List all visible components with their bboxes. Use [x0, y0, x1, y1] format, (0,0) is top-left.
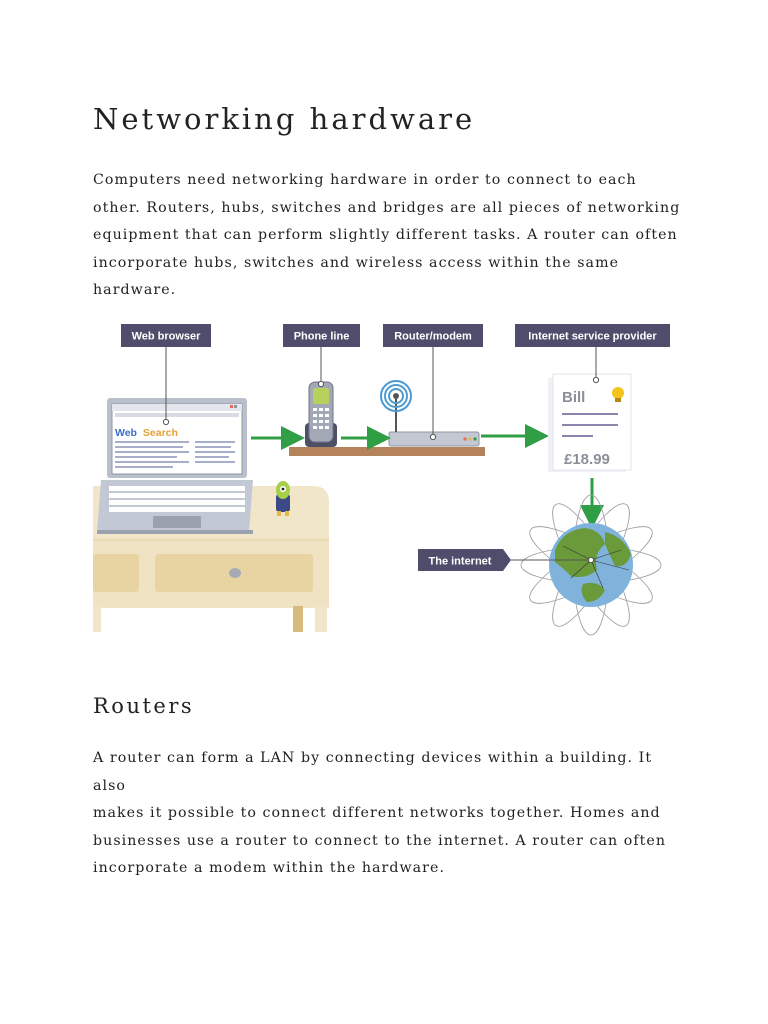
section-heading-routers: Routers	[93, 694, 195, 718]
svg-text:Router/modem: Router/modem	[394, 331, 472, 343]
label-phone-line: Phone line	[283, 324, 360, 347]
laptop: Web Search	[97, 398, 253, 534]
bill-document: Bill £18.99	[548, 373, 632, 472]
intro-line: hardware.	[93, 282, 177, 298]
svg-text:The internet: The internet	[429, 556, 492, 568]
globe	[520, 494, 662, 636]
network-diagram: Web Search	[93, 318, 673, 638]
bill-amount: £18.99	[564, 451, 610, 468]
routers-line: incorporate a modem within the hardware.	[93, 860, 446, 876]
label-isp: Internet service provider	[515, 324, 670, 347]
bill-title: Bill	[562, 389, 585, 406]
intro-line: equipment that can perform slightly diff…	[93, 227, 678, 243]
label-web-browser: Web browser	[121, 324, 211, 347]
web-search-logo: Web Search	[115, 427, 178, 439]
label-router-modem: Router/modem	[383, 324, 483, 347]
routers-line: businesses use a router to connect to th…	[93, 832, 667, 849]
routers-paragraph: A router can form a LAN by connecting de…	[93, 745, 683, 883]
label-the-internet: The internet	[418, 549, 511, 571]
shelf	[289, 447, 485, 456]
page-title: Networking hardware	[93, 102, 476, 136]
connection-arrows	[251, 424, 604, 529]
routers-line: makes it possible to connect different n…	[93, 805, 661, 821]
intro-line: other. Routers, hubs, switches and bridg…	[93, 199, 681, 216]
lightbulb-icon	[612, 387, 624, 402]
routers-line: A router can form a LAN by connecting de…	[93, 750, 653, 794]
drawer-knob	[229, 568, 241, 578]
intro-line: incorporate hubs, switches and wireless …	[93, 254, 620, 271]
intro-line: Computers need networking hardware in or…	[93, 172, 637, 188]
network-diagram-svg: Web Search	[93, 324, 670, 636]
svg-text:Phone line: Phone line	[294, 331, 350, 343]
robot-figure	[276, 481, 290, 516]
intro-paragraph: Computers need networking hardware in or…	[93, 167, 683, 305]
phone	[305, 381, 337, 447]
svg-text:Web browser: Web browser	[132, 331, 202, 343]
svg-text:Internet service provider: Internet service provider	[528, 331, 657, 343]
